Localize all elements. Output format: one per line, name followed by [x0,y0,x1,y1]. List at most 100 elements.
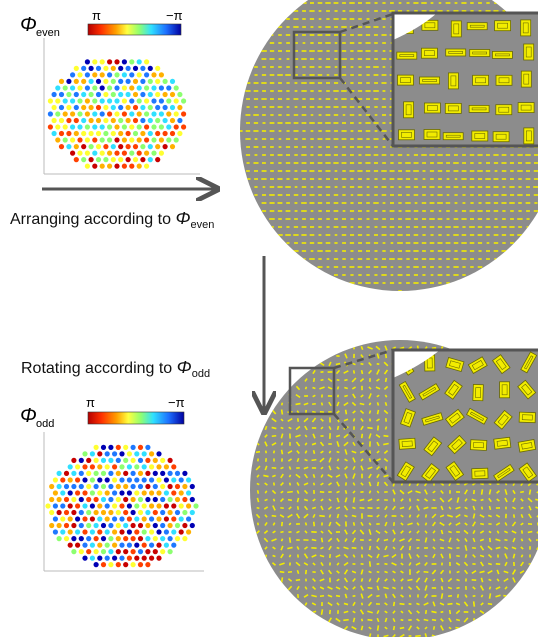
metasurface-element [327,386,333,390]
rotate-caption: Rotating according to Φodd [21,357,210,380]
metasurface-element [317,82,323,84]
metasurface-element [381,266,387,268]
metasurface-element [327,594,333,598]
phase-dot [126,464,132,470]
metasurface-element [294,42,298,44]
inset-element [469,49,491,57]
metasurface-element [464,514,468,518]
metasurface-element [360,593,364,599]
metasurface-element [301,162,307,164]
metasurface-element [261,82,267,84]
metasurface-element [382,98,386,100]
metasurface-element [406,282,410,284]
metasurface-element [269,42,275,44]
metasurface-element [311,547,317,549]
phase-dot [189,496,195,503]
metasurface-element [384,514,388,518]
phase-even-dots [47,59,187,169]
inset-element [421,412,444,426]
metasurface-element [296,418,300,422]
phase-dot [145,562,151,568]
metasurface-element [319,594,325,598]
metasurface-element [501,226,507,228]
metasurface-element [470,258,474,260]
metasurface-element [398,290,402,291]
metasurface-element [408,545,412,551]
metasurface-element [343,418,349,422]
phase-dot [123,457,129,463]
metasurface-element [358,82,363,84]
metasurface-element [504,553,508,559]
phase-dot [88,130,94,137]
phase-dot [156,516,162,522]
metasurface-element [382,146,386,148]
metasurface-element [369,378,371,382]
metasurface-element [317,162,323,164]
metasurface-element [502,242,506,244]
phase-dot [114,98,120,104]
metasurface-element [464,594,468,598]
metasurface-element [352,370,356,374]
metasurface-element [310,114,314,116]
metasurface-element [397,250,402,252]
inset-element [423,129,441,140]
metasurface-element [264,482,268,486]
metasurface-element [390,202,394,204]
phase-dot [110,91,116,98]
phase-dot [99,85,105,91]
metasurface-element [424,593,428,599]
metasurface-element [280,577,284,583]
phase-dot [82,451,88,457]
phase-dot [163,503,169,509]
metasurface-element [479,538,485,542]
metasurface-element [384,626,388,630]
metasurface-element [334,218,338,220]
metasurface-element [351,570,357,574]
metasurface-element [472,610,476,614]
phase-dot [130,496,136,503]
metasurface-element [318,114,322,116]
phase-dot [95,78,102,84]
metasurface-element [389,10,395,12]
metasurface-element [344,538,348,542]
metasurface-element [321,394,323,398]
metasurface-element [294,146,298,148]
metasurface-element [376,441,380,447]
inset-element [397,74,414,86]
metasurface-element [312,410,316,414]
metasurface-element [422,170,426,172]
metasurface-element [309,170,315,172]
phase-dot [88,157,94,163]
phase-dot [93,522,99,529]
metasurface-element [336,354,340,357]
metasurface-element [286,42,290,44]
phase-dot [93,496,99,503]
metasurface-element [510,242,514,244]
metasurface-element [280,530,284,534]
metasurface-element [398,226,402,228]
metasurface-element [357,58,363,60]
inset-element [471,467,489,480]
metasurface-element [464,498,468,502]
phase-dot [70,85,76,91]
phase-dot [114,163,120,169]
inset-element [468,105,490,113]
phase-dot [186,529,192,535]
metasurface-element [320,505,324,511]
metasurface-element [271,434,277,438]
metasurface-element [430,194,434,196]
phase-dot [119,516,125,522]
metasurface-element [439,497,445,503]
metasurface-element [416,547,420,549]
metasurface-element [373,98,379,100]
phase-dot [70,150,76,156]
phase-dot [129,124,135,130]
metasurface-element [376,506,380,510]
phase-dot [158,72,164,78]
metasurface-element [296,450,300,454]
metasurface-element [445,2,451,4]
metasurface-element [317,202,323,204]
metasurface-element [447,497,453,503]
metasurface-element [447,602,453,606]
metasurface-element [326,178,330,180]
